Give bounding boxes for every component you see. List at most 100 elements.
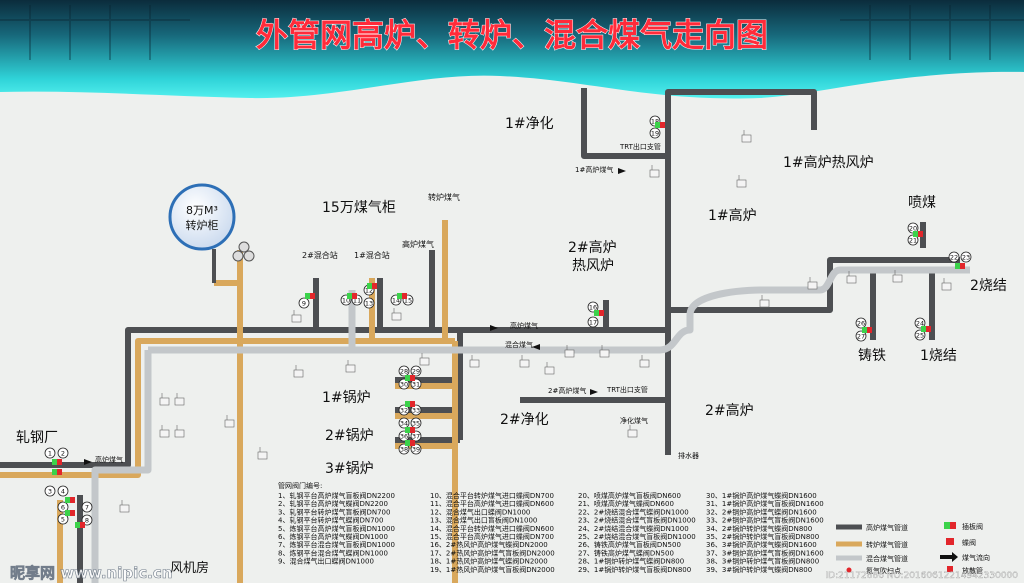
svg-text:28: 28	[400, 368, 408, 376]
valve-list-item: 28、1#锅炉转炉煤气蝶阀DN800	[578, 557, 684, 566]
valve-13[interactable]: 13	[363, 297, 375, 309]
valve-block	[397, 293, 407, 299]
valve-16[interactable]: 16	[587, 301, 599, 313]
valve-list: 管网阀门编号: 1、轧钢平台高炉煤气盲板阀DN22002、轧钢平台高炉煤气蝶阀D…	[278, 481, 824, 574]
label-bf-gas-top: 高炉煤气	[402, 239, 434, 249]
valve-31[interactable]: 31	[410, 378, 422, 390]
valve-22[interactable]: 22	[948, 251, 960, 263]
valve-26[interactable]: 26	[855, 317, 867, 329]
valve-block	[75, 522, 85, 528]
drain-unit	[564, 345, 575, 358]
valve-7[interactable]: 7	[81, 501, 93, 513]
valve-30[interactable]: 30	[398, 378, 410, 390]
valve-list-item: 31、1#锅炉高炉煤气盲板阀DN1600	[706, 499, 824, 508]
valve-25[interactable]: 25	[914, 329, 926, 341]
valve-4[interactable]: 4	[57, 485, 69, 497]
valve-9[interactable]: 9	[298, 297, 310, 309]
valve-38[interactable]: 38	[398, 443, 410, 455]
svg-text:5: 5	[61, 516, 65, 524]
svg-text:20: 20	[909, 225, 917, 233]
valve-35[interactable]: 35	[410, 417, 422, 429]
valve-list-item: 22、2#烧结混合煤气蝶阀DN1000	[578, 507, 689, 516]
valve-5[interactable]: 5	[57, 513, 69, 525]
label-mix-station-1: 1#混合站	[354, 250, 390, 260]
watermark-left: 昵享网 www.nipic.cn	[10, 564, 172, 582]
svg-text:35: 35	[412, 420, 420, 428]
valve-32[interactable]: 32	[398, 404, 410, 416]
valve-39[interactable]: 39	[410, 443, 422, 455]
valve-block	[347, 293, 357, 299]
text-bf-gas-2: 2#高炉煤气	[548, 386, 586, 395]
valve-list-item: 20、喷煤高炉煤气盲板阀DN600	[578, 491, 681, 500]
legend-converter-pipe: 转炉煤气管道	[866, 540, 908, 549]
valve-34[interactable]: 34	[398, 417, 410, 429]
valve-block	[405, 427, 415, 433]
drain-units	[119, 130, 952, 513]
nitrogen-icon	[846, 567, 852, 573]
drain-unit	[736, 175, 747, 188]
pipes	[0, 88, 970, 583]
valve-27[interactable]: 27	[855, 330, 867, 342]
valve-29[interactable]: 29	[410, 365, 422, 377]
legend: 高炉煤气管道 转炉煤气管道 混合煤气管道 氮气吹扫点 插板阀 蝶阀 煤气流向 放…	[836, 522, 990, 575]
gasholder-80k[interactable]: 8万M³ 转炉柜	[168, 183, 236, 283]
svg-text:22: 22	[950, 254, 958, 262]
valve-1[interactable]: 1	[44, 447, 56, 459]
arrow-right-icon	[590, 389, 598, 395]
drain-unit	[257, 447, 268, 460]
legend-mixed-pipe: 混合煤气管道	[866, 554, 908, 563]
valve-list-item: 18、1#热风炉高炉煤气蝶阀DN2000	[430, 557, 548, 566]
converter-gas-pipes	[0, 220, 458, 583]
bleeder-legend-icon	[947, 566, 953, 572]
valve-list-item: 24、2#烧结混合煤气蝶阀DN1000	[578, 524, 689, 533]
text-trt-out-2: TRT出口支管	[606, 385, 648, 394]
valve-block	[405, 440, 415, 446]
valve-2[interactable]: 2	[57, 447, 69, 459]
drain-unit	[741, 130, 752, 143]
label-mix-station-2: 2#混合站	[302, 250, 338, 260]
valve-20[interactable]: 20	[907, 222, 919, 234]
valve-list-item: 1、轧钢平台高炉煤气盲板阀DN2200	[278, 491, 395, 500]
drain-unit	[419, 353, 430, 366]
valve-list-item: 8、炼钢平台混合煤气蝶阀DN1000	[278, 548, 388, 557]
valve-36[interactable]: 36	[398, 430, 410, 442]
valve-19[interactable]: 19	[649, 127, 661, 139]
label-rolling-mill: 轧钢厂	[16, 430, 58, 446]
valve-37[interactable]: 37	[410, 430, 422, 442]
valve-block	[52, 459, 62, 465]
valve-3[interactable]: 3	[44, 485, 56, 497]
svg-text:31: 31	[412, 381, 420, 389]
valve-list-item: 34、2#锅炉转炉煤气蝶阀DN800	[706, 524, 812, 533]
valve-list-item: 39、3#锅炉转炉煤气蝶阀DN800	[706, 565, 812, 574]
svg-text:7: 7	[85, 504, 89, 512]
svg-text:14: 14	[392, 297, 400, 305]
valve-33[interactable]: 33	[410, 404, 422, 416]
legend-bf-pipe: 高炉煤气管道	[866, 523, 908, 532]
valve-24[interactable]: 24	[914, 317, 926, 329]
label-boiler-1: 1#锅炉	[322, 390, 371, 406]
drain-unit	[599, 345, 610, 358]
svg-text:2: 2	[61, 450, 65, 458]
valve-list-item: 4、轧钢平台转炉煤气蝶阀DN700	[278, 516, 383, 525]
valve-list-item: 29、1#锅炉转炉煤气盲板阀DN800	[578, 565, 691, 574]
flow-direction-icon	[940, 552, 958, 562]
valve-block	[305, 293, 315, 299]
valve-23[interactable]: 23	[960, 251, 972, 263]
legend-plate-valve: 插板阀	[962, 522, 983, 531]
butterfly-valve-icon	[946, 538, 954, 545]
valve-6[interactable]: 6	[57, 501, 69, 513]
label-hot-stove-1: 1#高炉热风炉	[783, 154, 874, 171]
valve-17[interactable]: 17	[587, 316, 599, 328]
svg-text:24: 24	[916, 320, 924, 328]
valve-28[interactable]: 28	[398, 365, 410, 377]
drain-unit	[174, 393, 185, 406]
valve-list-item: 26、铸铁高炉煤气盲板阀DN500	[578, 540, 681, 549]
svg-text:8: 8	[85, 517, 89, 525]
valve-list-item: 7、炼钢平台混合煤气盲板阀DN1000	[278, 540, 395, 549]
legend-butterfly-valve: 蝶阀	[962, 538, 976, 547]
label-coal-injection: 喷煤	[908, 195, 936, 211]
valve-list-item: 12、混合煤气出口蝶阀DN1000	[430, 507, 530, 516]
drain-unit	[174, 425, 185, 438]
